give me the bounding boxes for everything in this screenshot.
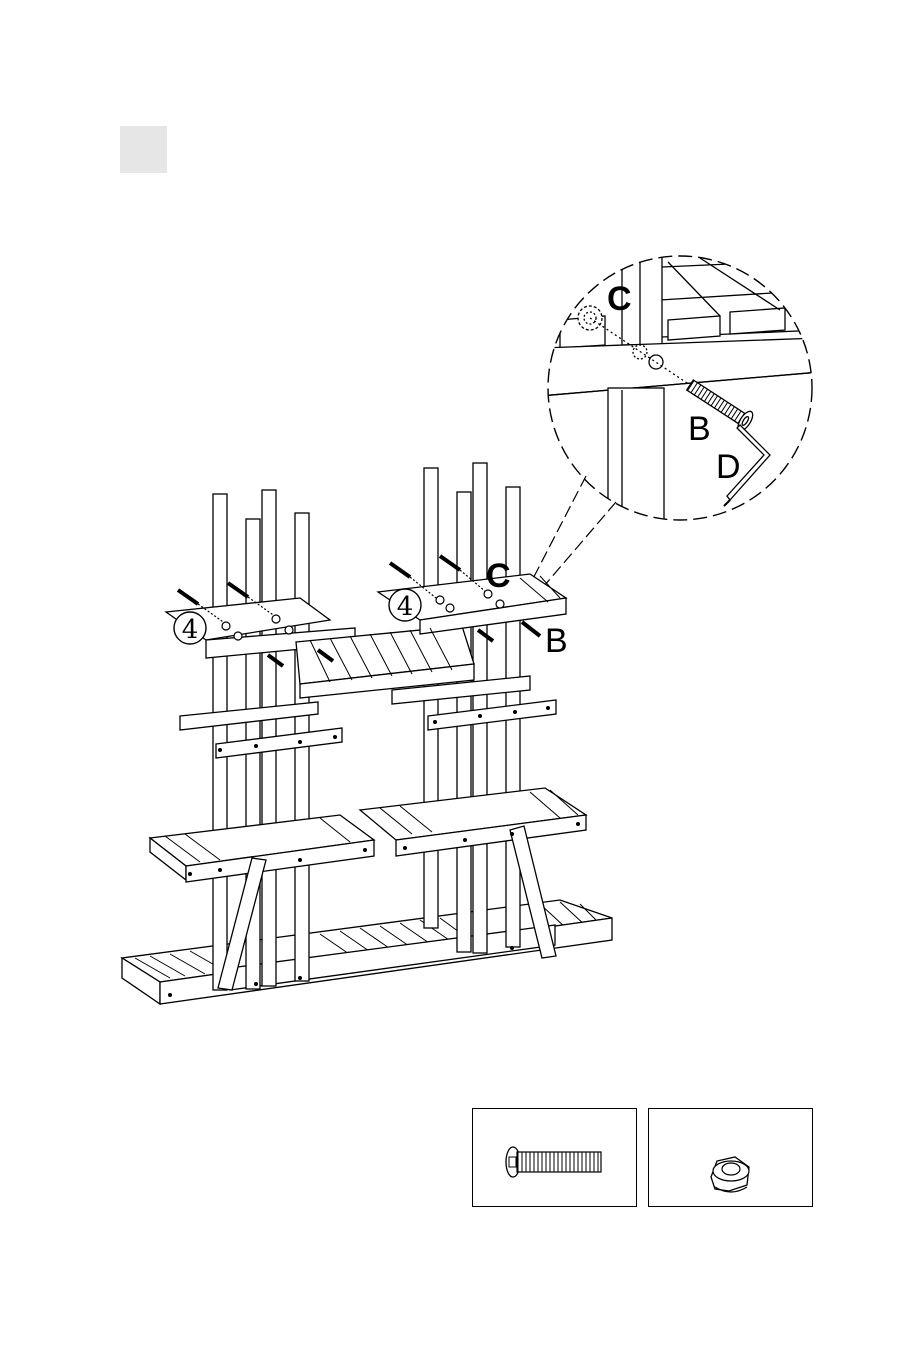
part-number-right: 4 <box>397 592 414 622</box>
screw-label-main: B <box>545 622 568 660</box>
part-callout-right: 4 <box>389 589 421 622</box>
part-callout-left: 4 <box>174 612 206 645</box>
bolt-part-box <box>472 1108 637 1207</box>
bolt-icon <box>473 1109 638 1208</box>
detail-magnifier: C B D <box>524 250 820 600</box>
part-number-left: 4 <box>182 615 199 645</box>
nut-label-detail: C <box>607 280 632 318</box>
shelf-assembly <box>122 463 612 1004</box>
hex-nut-icon <box>649 1109 814 1208</box>
screw-label-detail: B <box>688 410 711 448</box>
nut-label-main: C <box>486 557 511 595</box>
key-label-detail: D <box>716 448 741 486</box>
nut-part-box <box>648 1108 813 1207</box>
